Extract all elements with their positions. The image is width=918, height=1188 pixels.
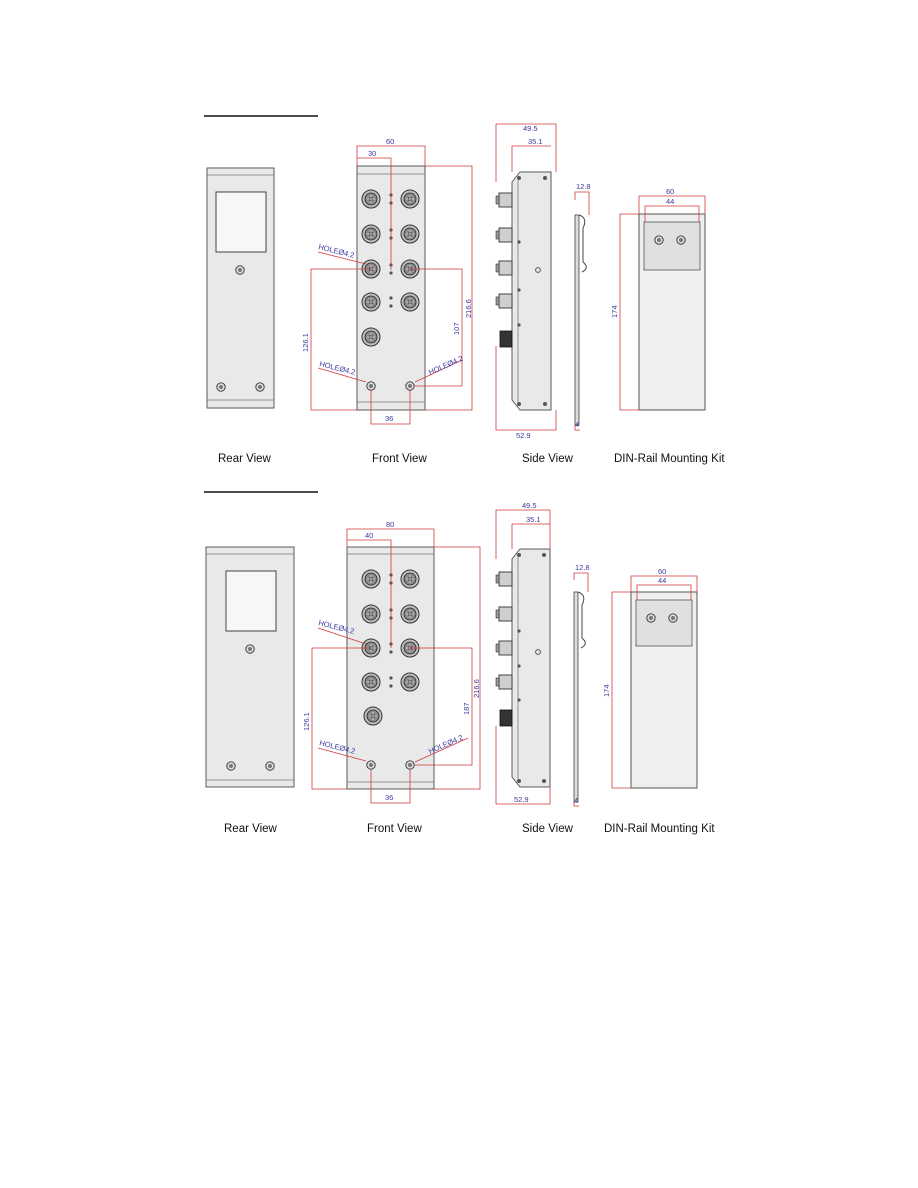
dim-hole-span-vertical: 126.1 (301, 333, 310, 352)
dim-hole-pitch: 36 (385, 414, 393, 423)
dim-lower-span: 107 (452, 322, 461, 335)
din-rail-kit-2: 60 44 174 (602, 567, 698, 789)
side-connector-icon (495, 606, 513, 622)
side-connector-icon (495, 192, 513, 208)
din-clip-side-2: 12.8 4 (573, 563, 590, 807)
screw-icon (654, 235, 664, 245)
dim-width: 80 (386, 520, 394, 529)
mounting-hole-icon (405, 381, 415, 391)
dim-half-width: 40 (365, 531, 373, 540)
dim-height: 216.6 (472, 679, 481, 698)
m12-connector-icon (361, 604, 381, 624)
side-connector-icon (495, 260, 513, 276)
side-connector-icon (495, 571, 513, 587)
dim-height: 216.6 (464, 299, 473, 318)
m12-connector-icon (400, 292, 420, 312)
dim-depth-inner: 35.1 (526, 515, 541, 524)
side-connector-icon (495, 674, 513, 690)
m12-connector-icon (400, 224, 420, 244)
dim-din-width: 60 (658, 567, 666, 576)
dim-din-inner-width: 44 (658, 576, 666, 585)
side-connector-icon (495, 227, 513, 243)
dim-lower-span: 187 (462, 702, 471, 715)
m12-connector-icon (361, 292, 381, 312)
screw-icon (646, 613, 656, 623)
screw-icon (676, 235, 686, 245)
caption-din-rail-kit: DIN-Rail Mounting Kit (614, 453, 725, 465)
dim-depth-inner: 35.1 (528, 137, 543, 146)
screw-icon (668, 613, 678, 623)
screw-icon (216, 382, 226, 392)
m12-connector-icon (400, 569, 420, 589)
hole-label: HOLEØ4.2 (427, 354, 464, 377)
dim-foot: 4 (574, 796, 578, 805)
dim-din-inner-width: 44 (666, 197, 674, 206)
caption-side-view: Side View (522, 823, 574, 835)
front-view-1: 60 30 216.6 126.1 107 36 HOLEØ4.2 HOLEØ4… (301, 137, 473, 425)
cable-gland-icon (499, 330, 513, 348)
dim-depth-top: 49.5 (522, 501, 537, 510)
dim-half-width: 30 (368, 149, 376, 158)
m12-connector-icon (400, 189, 420, 209)
caption-side-view: Side View (522, 453, 574, 465)
caption-front-view: Front View (367, 823, 422, 835)
figure-2: 80 40 216.6 126.1 187 36 HOLEØ4.2 HOLEØ4… (204, 491, 715, 835)
caption-rear-view: Rear View (218, 453, 272, 465)
dim-depth-bottom: 52.9 (514, 795, 529, 804)
side-view-1: 49.5 35.1 52.9 (495, 123, 557, 440)
dim-hole-pitch: 36 (385, 793, 393, 802)
m12-connector-icon (361, 189, 381, 209)
hole-label: HOLEØ4.2 (318, 242, 356, 260)
dim-hole-span-vertical: 126.1 (302, 712, 311, 731)
dim-din-height: 174 (602, 684, 611, 697)
figure-1: 60 30 216.6 126.1 107 36 HOLEØ4.2 HOLEØ4… (204, 115, 725, 465)
m12-connector-icon (361, 672, 381, 692)
side-view-2: 49.5 35.1 52.9 (495, 501, 551, 805)
m12-connector-icon (361, 569, 381, 589)
screw-icon (245, 644, 255, 654)
m12-connector-icon (363, 706, 383, 726)
dim-din-width: 60 (666, 187, 674, 196)
din-rail-kit-1: 60 44 174 (610, 187, 706, 411)
m12-connector-icon (361, 327, 381, 347)
dim-foot: 4 (575, 420, 579, 429)
caption-front-view: Front View (372, 453, 427, 465)
cable-gland-icon (499, 709, 513, 727)
screw-icon (235, 265, 245, 275)
caption-din-rail-kit: DIN-Rail Mounting Kit (604, 823, 715, 835)
mounting-hole-icon (405, 760, 415, 770)
caption-rear-view: Rear View (224, 823, 278, 835)
dim-din-height: 174 (610, 305, 619, 318)
dim-width: 60 (386, 137, 394, 146)
m12-connector-icon (400, 604, 420, 624)
rear-view-1 (206, 167, 275, 409)
m12-connector-icon (400, 672, 420, 692)
rear-view-2 (205, 546, 295, 788)
side-connector-icon (495, 293, 513, 309)
dim-rail-depth: 12.8 (576, 182, 591, 191)
screw-icon (226, 761, 236, 771)
side-connector-icon (495, 640, 513, 656)
mounting-hole-icon (366, 381, 376, 391)
dim-rail-depth: 12.8 (575, 563, 590, 572)
din-clip-side-1: 12.8 4 (574, 182, 591, 431)
screw-icon (265, 761, 275, 771)
mounting-hole-icon (366, 760, 376, 770)
m12-connector-icon (361, 224, 381, 244)
dim-depth-top: 49.5 (523, 124, 538, 133)
dim-depth-bottom: 52.9 (516, 431, 531, 440)
front-view-2: 80 40 216.6 126.1 187 36 HOLEØ4.2 HOLEØ4… (302, 520, 481, 804)
hole-label: HOLEØ4.2 (319, 359, 357, 377)
screw-icon (255, 382, 265, 392)
